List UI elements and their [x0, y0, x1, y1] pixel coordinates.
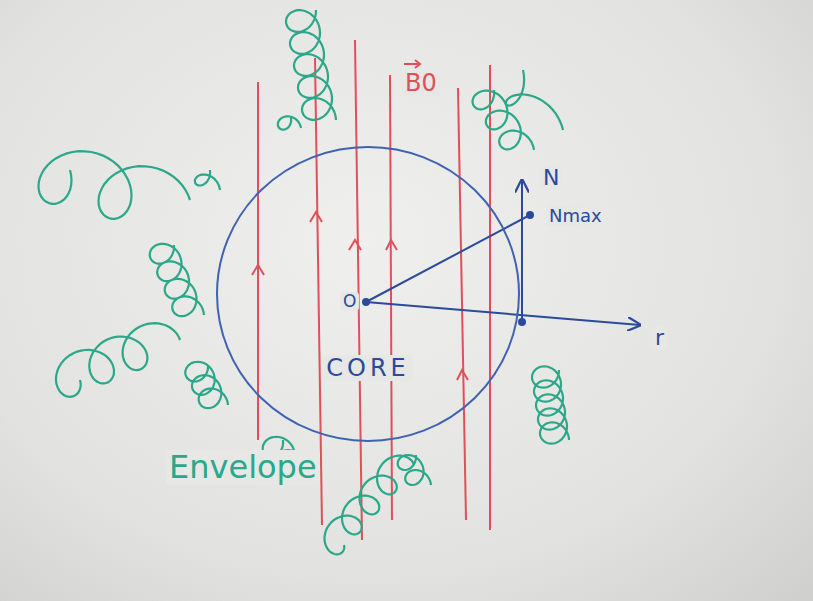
axis-label: N — [540, 166, 562, 190]
axis-label: r — [652, 326, 667, 350]
spiral — [195, 170, 220, 190]
spiral — [532, 366, 569, 443]
spiral — [278, 116, 301, 129]
spiral — [39, 151, 191, 219]
envelope-label: Envelope — [166, 450, 320, 485]
field-label: B0 — [402, 70, 440, 96]
max-label: Nmax — [546, 206, 605, 226]
spiral — [286, 10, 336, 120]
spiral — [56, 323, 180, 397]
envelope-spirals — [39, 10, 570, 554]
spiral — [150, 244, 204, 316]
origin-label: O — [340, 292, 359, 311]
circle-outline — [216, 146, 520, 442]
spiral — [185, 362, 228, 408]
spiral — [473, 90, 535, 150]
spiral — [325, 456, 415, 555]
spiral — [398, 455, 431, 485]
core-label: CORE — [323, 355, 413, 381]
spiral — [506, 70, 563, 130]
axes — [363, 180, 640, 325]
core-circle: CORE — [216, 146, 520, 442]
